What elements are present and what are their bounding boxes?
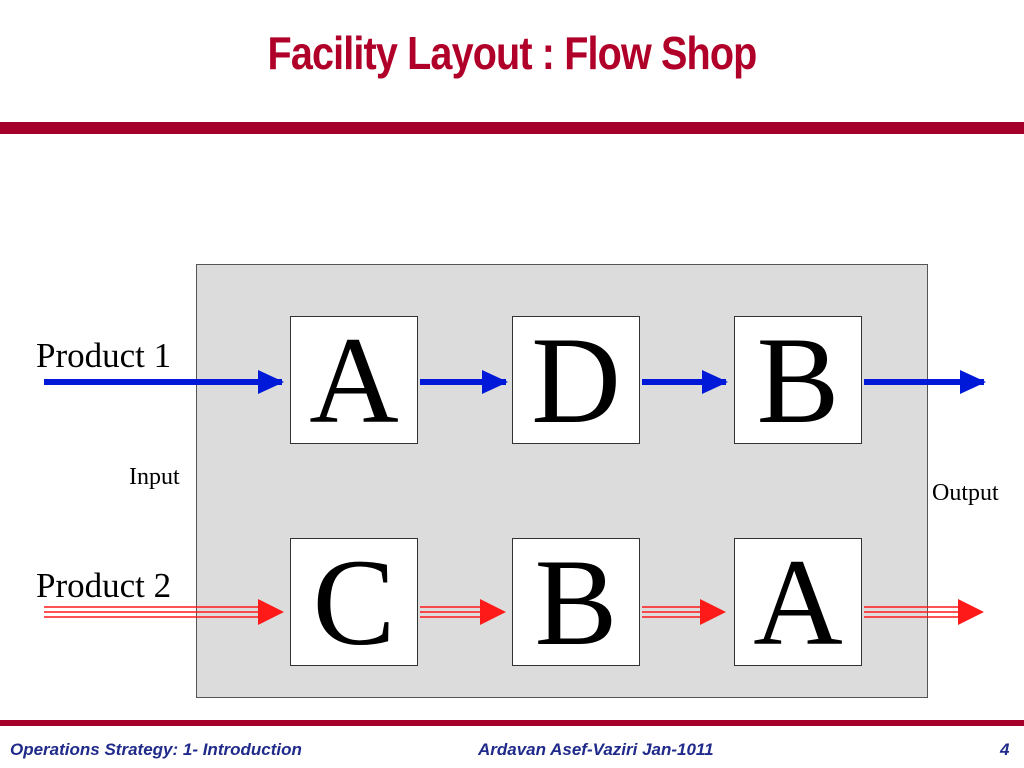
footer-page-number: 4: [1000, 740, 1010, 759]
product2-label: Product 2: [36, 566, 172, 605]
slide-title: Facility Layout : Flow Shop: [267, 27, 758, 79]
footer-course: Operations Strategy: 1- Introduction: [10, 740, 302, 759]
station-row1-2: D: [512, 316, 640, 445]
input-label: Input: [129, 464, 180, 490]
output-label: Output: [932, 480, 999, 506]
station-row2-2: B: [512, 538, 640, 667]
product1-label: Product 1: [36, 336, 172, 375]
footer-author-date: Ardavan Asef-Vaziri Jan-1011: [478, 740, 714, 759]
station-row2-3: A: [734, 538, 862, 667]
station-row2-1: C: [290, 538, 418, 667]
station-row1-1: A: [290, 316, 418, 445]
title-divider: [0, 122, 1024, 134]
station-row1-3: B: [734, 316, 862, 445]
footer-divider: [0, 720, 1024, 726]
